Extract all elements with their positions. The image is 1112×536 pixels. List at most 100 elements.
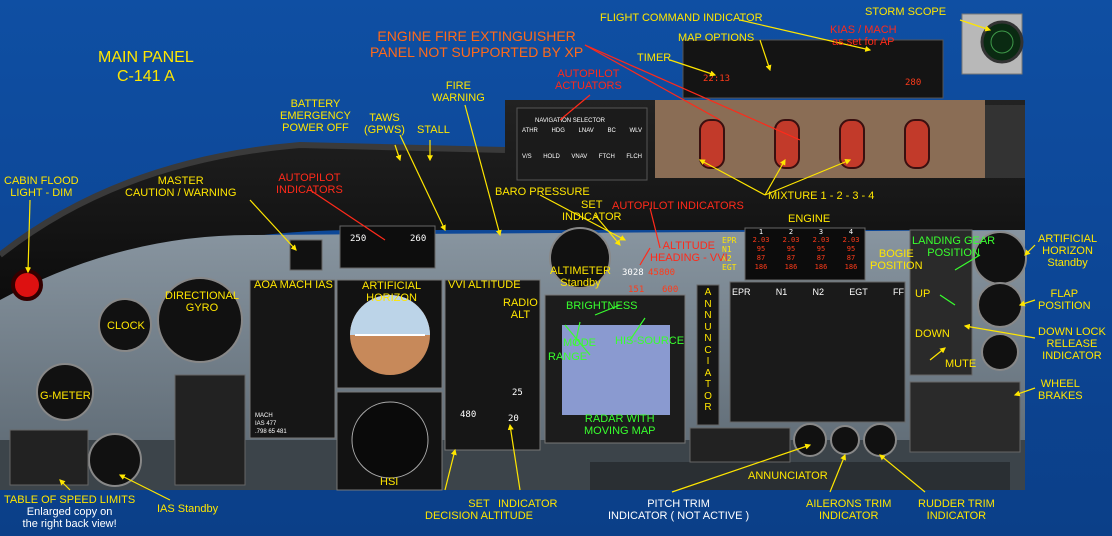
kias-line-2: as set for AP	[832, 36, 895, 48]
table-speed-line-2: Enlarged copy on	[26, 506, 113, 518]
annunciator-letter-8: T	[704, 379, 712, 390]
nav-button-b-1[interactable]: HOLD	[543, 154, 560, 160]
vvi-altitude-label: VVI ALTITUDE	[448, 279, 521, 291]
landing-gear-label: LANDING GEAR POSITION	[912, 235, 995, 259]
engine-val-3-3: 186	[844, 263, 858, 271]
ap-ind-line-2: INDICATORS	[276, 184, 343, 196]
ahs-line-3: Standby	[1047, 257, 1088, 269]
engine-val-3-1: 186	[784, 263, 798, 271]
engine-row-3: EGT	[722, 263, 737, 272]
engine-col-3: 4	[848, 228, 854, 236]
annunciator-letter-1: N	[704, 298, 712, 310]
brightness-label: BRIGHTNESS	[566, 300, 638, 312]
ahs-line-1: ARTIFICIAL	[1038, 233, 1098, 245]
nav-button-4[interactable]: WLV	[629, 128, 642, 134]
ias-label: IAS 477	[255, 421, 277, 427]
title-line-1: MAIN PANEL	[98, 49, 194, 66]
alt-red-2: 151	[628, 285, 645, 295]
altimeter-label: ALTIMETER Standby	[550, 265, 611, 289]
tape-header-2: N2	[812, 287, 825, 297]
engine-col-1: 2	[788, 228, 794, 236]
mute-label: MUTE	[945, 358, 977, 370]
engine-col-2: 3	[818, 228, 824, 236]
annunciator-letter-7: A	[704, 367, 712, 379]
storm-scope-label: STORM SCOPE	[865, 6, 947, 18]
wheel-line-1: WHEEL	[1040, 378, 1080, 390]
set-indicator-label: SET INDICATOR	[562, 199, 622, 223]
kias-readout: 280	[905, 78, 922, 88]
title-line-2: C-141 A	[116, 68, 175, 85]
map-options-label: MAP OPTIONS	[678, 32, 755, 44]
artificial-horizon-standby-label: ARTIFICIAL HORIZON Standby	[1038, 233, 1097, 269]
tape-header-3: EGT	[849, 287, 868, 297]
nav-button-2[interactable]: LNAV	[578, 128, 594, 134]
nav-button-0[interactable]: ATHR	[522, 128, 538, 134]
taws-line-1: TAWS	[369, 112, 400, 124]
ias-standby-label: IAS Standby	[157, 503, 219, 515]
engine-label: ENGINE	[788, 213, 831, 225]
pitch-trim-label: PITCH TRIM INDICATOR ( NOT ACTIVE )	[608, 498, 749, 522]
nav-button-3[interactable]: BC	[607, 128, 616, 134]
mach-label: MACH	[255, 413, 273, 419]
g-meter-label: G-METER	[40, 390, 91, 402]
nav-button-b-3[interactable]: FTCH	[598, 154, 615, 160]
flight-command-bar	[682, 39, 944, 99]
fire-warning-line-2: WARNING	[432, 92, 485, 104]
annunciator-letter-9: O	[704, 390, 712, 402]
fire-warning-line-1: FIRE	[445, 80, 471, 92]
dg-line-1: DIRECTIONAL	[165, 290, 239, 302]
flap-line-1: FLAP	[1050, 288, 1079, 300]
pitch-line-2: INDICATOR ( NOT ACTIVE )	[608, 510, 750, 522]
rudder-trim-label: RUDDER TRIM INDICATOR	[918, 498, 995, 522]
table-speed-label: TABLE OF SPEED LIMITS Enlarged copy on t…	[4, 494, 135, 530]
gear-up-label: UP	[915, 288, 931, 300]
ailerons-line-1: AILERONS TRIM	[806, 498, 892, 510]
engine-val-1-1: 95	[786, 245, 796, 253]
nav-button-b-4[interactable]: FLCH	[626, 154, 642, 160]
altimeter-line-2: Standby	[560, 277, 601, 289]
nav-button-b-2[interactable]: VNAV	[571, 154, 588, 160]
engine-val-0-1: 2.03	[782, 236, 800, 244]
table-speed-line-1: TABLE OF SPEED LIMITS	[4, 494, 136, 506]
engine-val-3-2: 186	[814, 263, 828, 271]
mach-ias-values: .798 65 481	[255, 429, 287, 435]
alt-readout: 3028	[622, 268, 644, 278]
nav-button-b-0[interactable]: V/S	[522, 154, 532, 160]
ap-indicators-left-label: AUTOPILOT INDICATORS	[276, 172, 343, 196]
set-indicator-line-1: SET	[581, 199, 603, 211]
radio-alt-label: RADIO ALT	[503, 297, 538, 321]
engine-fire-label: ENGINE FIRE EXTINGUISHER PANEL NOT SUPPO…	[370, 28, 583, 60]
ailerons-trim-label: AILERONS TRIM INDICATOR	[806, 498, 891, 522]
down-lock-label: DOWN LOCK RELEASE INDICATOR	[1038, 326, 1106, 362]
timer-label: TIMER	[637, 52, 672, 64]
engine-val-2-2: 87	[816, 254, 826, 262]
annunciator-letter-0: A	[704, 287, 712, 298]
ah-line-2: HORIZON	[366, 292, 417, 304]
nav-button-1[interactable]: HDG	[551, 128, 565, 134]
tape-header-0: EPR	[732, 287, 751, 297]
engine-val-0-0: 2.03	[752, 236, 770, 244]
radio-alt-line-2: ALT	[510, 309, 531, 321]
ailerons-line-2: INDICATOR	[818, 510, 879, 522]
taws-line-2: (GPWS)	[364, 124, 405, 136]
engine-row-0: EPR	[722, 236, 737, 245]
vvi-readout: 480	[460, 410, 477, 420]
autopilot-actuators-label: AUTOPILOT ACTUATORS	[555, 68, 622, 92]
engine-val-1-3: 95	[846, 245, 856, 253]
radar-label: RADAR WITH MOVING MAP	[584, 413, 656, 437]
kias-mach-label: KIAS / MACH as set for AP	[830, 24, 897, 48]
landing-gear-line-1: LANDING GEAR	[912, 235, 996, 247]
his-source-label: HIS-SOURCE	[615, 335, 685, 347]
ind-alt-line-1: INDICATOR	[498, 498, 558, 510]
hsi-label: HSI	[380, 476, 399, 488]
taws-label: TAWS (GPWS)	[364, 112, 405, 136]
mach-ias-readout: MACH IAS 477 .798 65 481	[255, 412, 287, 436]
mixture-label: MIXTURE 1 - 2 - 3 - 4	[768, 190, 875, 202]
radio-alt-line-1: RADIO	[503, 297, 538, 309]
flight-command-label: FLIGHT COMMAND INDICATOR	[600, 12, 763, 24]
ap-left-readout-2: 260	[410, 234, 427, 244]
